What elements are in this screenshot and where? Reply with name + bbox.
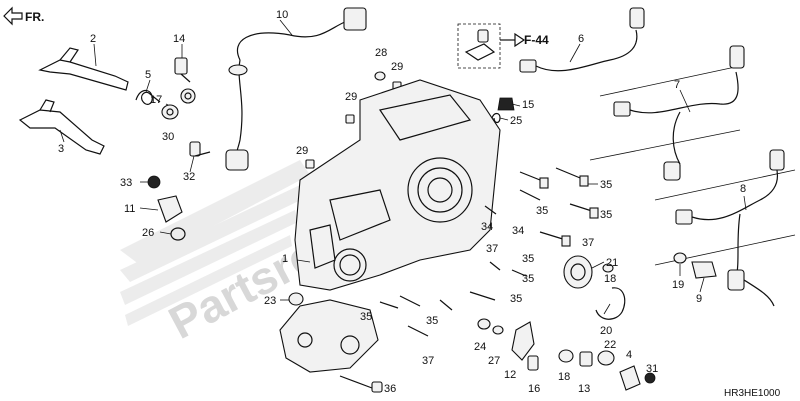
part-circlip-20 <box>595 287 626 320</box>
callout-23: 23 <box>264 295 276 307</box>
bolt-group-cover <box>379 167 599 337</box>
callout-11: 11 <box>124 203 135 215</box>
callout-35-e: 35 <box>522 273 534 285</box>
part-crankcase-cover <box>294 79 501 291</box>
callout-37-b: 37 <box>486 243 498 255</box>
callout-36: 36 <box>384 383 396 395</box>
callout-18: 18 <box>604 273 616 285</box>
callout-28: 28 <box>375 47 387 59</box>
part-dowel-29b <box>345 114 355 124</box>
callout-3: 3 <box>58 143 64 155</box>
part-gearshift-spindle <box>18 99 105 155</box>
part-sub-harness-6 <box>519 7 645 73</box>
callout-37-c: 37 <box>422 355 434 367</box>
part-harness-7 <box>589 45 745 181</box>
part-sensor-harness-10 <box>225 7 367 171</box>
callout-26: 26 <box>142 227 154 239</box>
reference-tag: F-44 <box>524 33 549 47</box>
callout-35-a: 35 <box>600 179 612 191</box>
callout-35-c: 35 <box>600 209 612 221</box>
front-direction-marker: FR. <box>3 6 44 26</box>
part-washer-18 <box>602 263 614 273</box>
part-washer-27 <box>492 325 504 335</box>
callout-33: 33 <box>120 177 132 189</box>
callout-30: 30 <box>162 131 174 143</box>
drawing-code: HR3HE1000 <box>724 388 781 399</box>
callout-35-h: 35 <box>426 315 438 327</box>
callout-18-b: 18 <box>558 371 570 383</box>
callout-10: 10 <box>276 9 288 21</box>
part-bolt-31 <box>644 372 656 384</box>
part-bolt-16 <box>527 355 539 371</box>
callout-29-c: 29 <box>296 145 308 157</box>
callout-22: 22 <box>604 339 616 351</box>
callout-7: 7 <box>674 79 680 91</box>
part-washer-19 <box>673 252 687 264</box>
callout-13: 13 <box>578 383 590 395</box>
part-bolt-14 <box>174 57 191 83</box>
callout-2: 2 <box>90 33 96 45</box>
callout-5: 5 <box>145 69 151 81</box>
part-collar-18b <box>558 349 574 363</box>
callout-35-b: 35 <box>536 205 548 217</box>
part-bearing-21 <box>563 255 593 289</box>
part-sensor-11 <box>157 195 183 223</box>
callout-15: 15 <box>522 99 534 111</box>
leader-lines <box>59 19 747 315</box>
callout-12: 12 <box>504 369 516 381</box>
callout-14: 14 <box>173 33 185 45</box>
part-washer-22 <box>597 350 615 366</box>
part-bolt-13 <box>579 351 593 367</box>
part-sensor-9 <box>691 261 717 279</box>
callout-6: 6 <box>578 33 584 45</box>
part-bolt-36 <box>339 375 383 393</box>
callout-16: 16 <box>528 383 540 395</box>
callout-29-b: 29 <box>345 91 357 103</box>
part-washer-28 <box>374 71 386 81</box>
part-lower-cover-fragment <box>279 299 379 373</box>
part-washer-24 <box>477 318 491 330</box>
callout-21: 21 <box>606 257 618 269</box>
callout-19: 19 <box>672 279 684 291</box>
part-bracket-inset: F-44 <box>457 23 549 69</box>
part-bolt-15 <box>497 97 515 111</box>
part-bolt-33 <box>147 175 161 189</box>
callout-25: 25 <box>510 115 522 127</box>
callout-24: 24 <box>474 341 486 353</box>
part-washer-17 <box>161 104 179 120</box>
callout-labels: 10 2 14 5 17 30 3 32 33 11 26 28 29 29 2… <box>58 9 746 395</box>
callout-37-a: 37 <box>582 237 594 249</box>
callout-31: 31 <box>646 363 658 375</box>
callout-1: 1 <box>282 253 288 265</box>
part-bracket-12 <box>511 321 535 361</box>
callout-32: 32 <box>183 171 195 183</box>
callout-29-a: 29 <box>391 61 403 73</box>
part-seal-23 <box>288 292 304 306</box>
callout-9: 9 <box>696 293 702 305</box>
part-spring <box>135 89 161 105</box>
callout-35-g: 35 <box>360 311 372 323</box>
part-shift-shaft <box>38 47 129 91</box>
part-dowel-29c <box>305 159 315 169</box>
part-plate-4 <box>619 365 641 391</box>
callout-20: 20 <box>600 325 612 337</box>
part-harness-8 <box>654 149 796 307</box>
callout-34-b: 34 <box>512 225 524 237</box>
direction-label: FR. <box>25 10 44 24</box>
callout-17: 17 <box>150 94 162 106</box>
part-bolt-32 <box>189 141 211 157</box>
callout-27: 27 <box>488 355 500 367</box>
part-seal-30 <box>180 88 196 104</box>
callout-35-f: 35 <box>510 293 522 305</box>
callout-4: 4 <box>626 349 632 361</box>
callout-8: 8 <box>740 183 746 195</box>
callout-35-d: 35 <box>522 253 534 265</box>
callout-34-a: 34 <box>481 221 493 233</box>
brand-wing-graphic <box>120 160 310 326</box>
